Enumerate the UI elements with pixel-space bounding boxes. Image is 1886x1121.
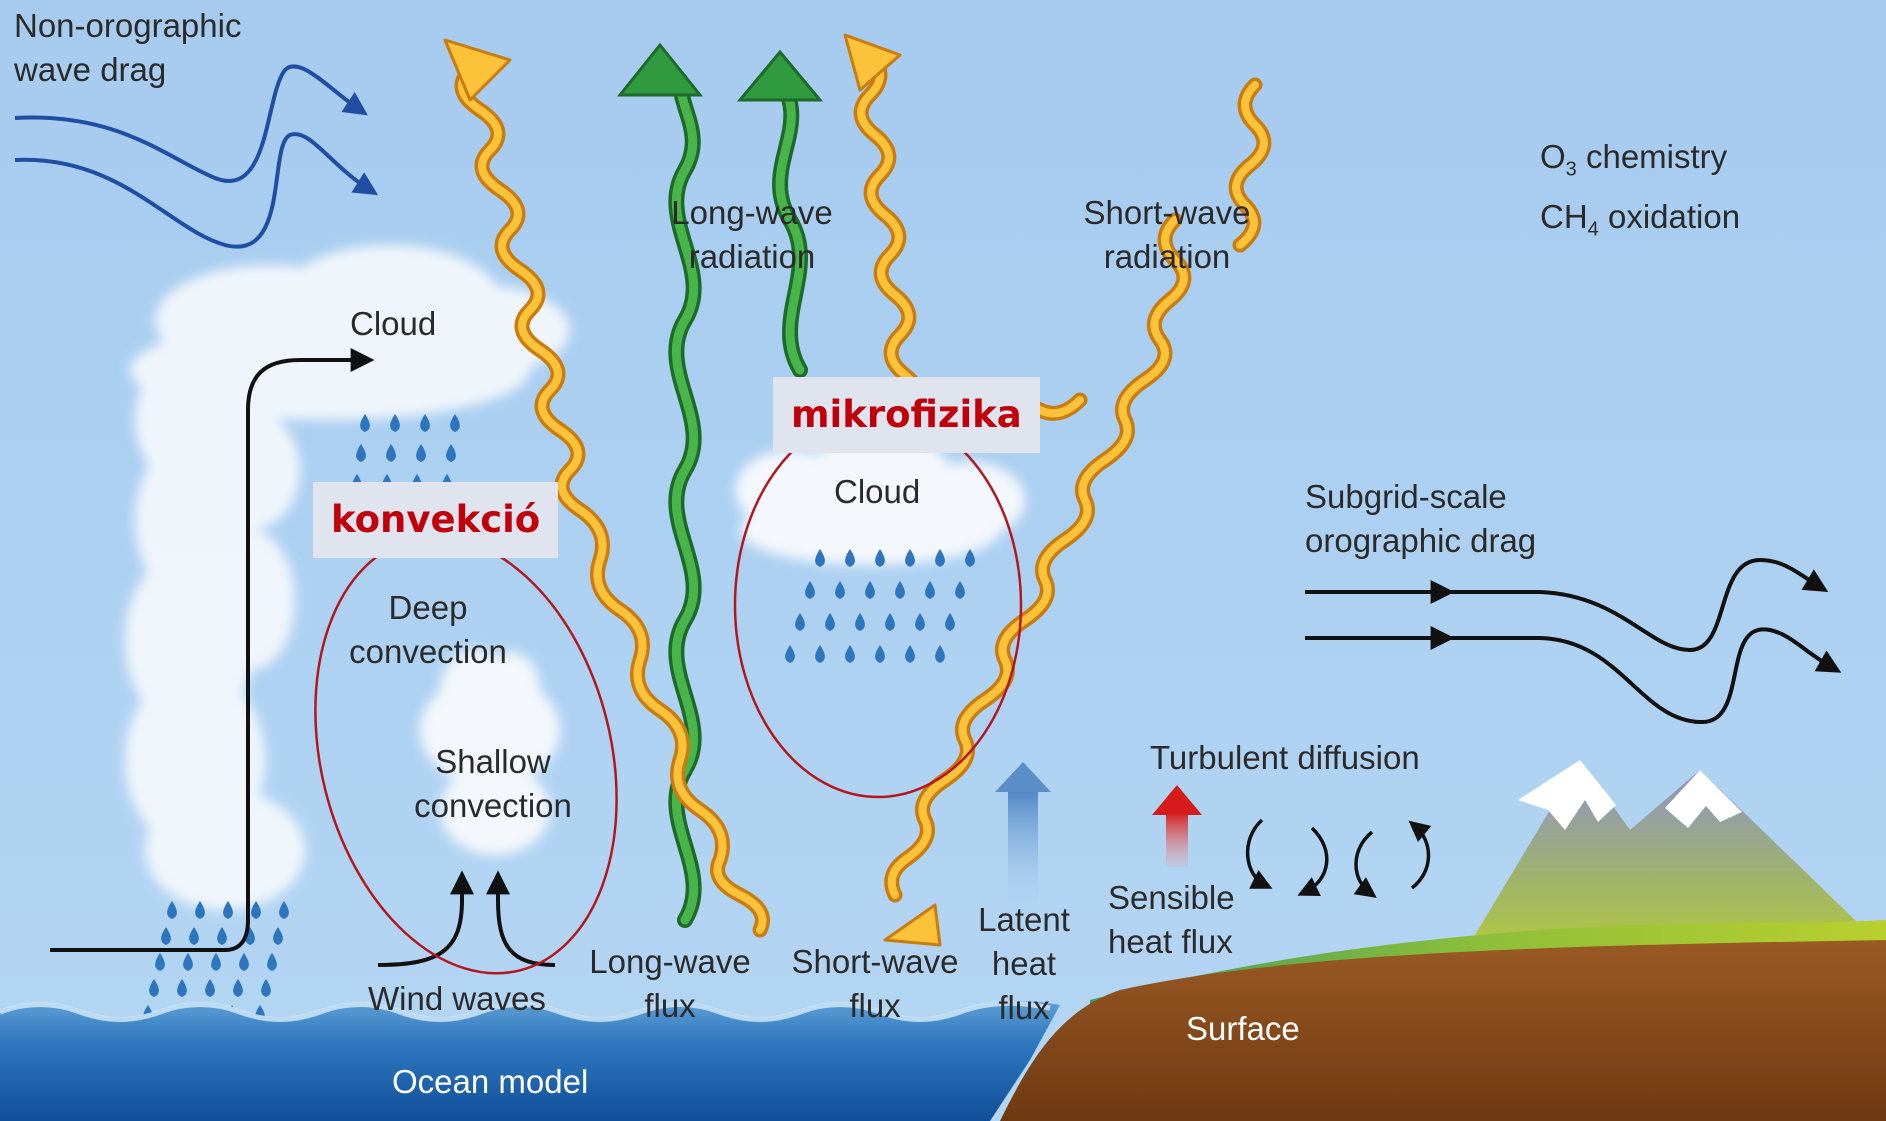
deep-convection-line1: Deep (328, 586, 528, 630)
long-wave-radiation-line1: Long-wave (652, 191, 852, 235)
latent-heat-flux-label: Latent heat flux (964, 898, 1084, 1030)
subgrid-drag-label: Subgrid-scale orographic drag (1305, 475, 1536, 563)
sensible-heat-flux-label: Sensible heat flux (1108, 876, 1235, 964)
microphysics-annotation: mikrofizika (773, 377, 1040, 453)
shallow-convection-line1: Shallow (393, 740, 593, 784)
latent-line1: Latent (964, 898, 1084, 942)
o3-suffix: chemistry (1577, 138, 1727, 175)
short-wave-radiation-line2: radiation (1062, 235, 1272, 279)
shallow-convection-line2: convection (393, 784, 593, 828)
ocean-model-label: Ocean model (392, 1060, 588, 1104)
o3-prefix: O (1540, 138, 1566, 175)
ch4-oxidation-label: CH4 oxidation (1540, 195, 1740, 252)
non-orographic-line2: wave drag (14, 48, 241, 92)
shallow-convection-label: Shallow convection (393, 740, 593, 828)
o3-subscript: 3 (1566, 159, 1577, 181)
long-wave-flux-line1: Long-wave (570, 940, 770, 984)
ch4-prefix: CH (1540, 198, 1588, 235)
non-orographic-line1: Non-orographic (14, 4, 241, 48)
long-wave-radiation-label: Long-wave radiation (652, 191, 852, 279)
sensible-line1: Sensible (1108, 876, 1235, 920)
short-wave-radiation-label: Short-wave radiation (1062, 191, 1272, 279)
short-wave-radiation-line1: Short-wave (1062, 191, 1272, 235)
deep-convection-label: Deep convection (328, 586, 528, 674)
long-wave-radiation-line2: radiation (652, 235, 852, 279)
short-wave-flux-line2: flux (770, 984, 980, 1028)
o3-chemistry-label: O3 chemistry (1540, 135, 1727, 192)
sensible-line2: heat flux (1108, 920, 1235, 964)
ch4-suffix: oxidation (1599, 198, 1740, 235)
latent-line3: flux (964, 986, 1084, 1030)
cloud-center-label: Cloud (834, 470, 920, 514)
subgrid-line1: Subgrid-scale (1305, 475, 1536, 519)
short-wave-flux-label: Short-wave flux (770, 940, 980, 1028)
convection-annotation: konvekció (313, 482, 558, 558)
deep-convection-line2: convection (328, 630, 528, 674)
turbulent-diffusion-label: Turbulent diffusion (1150, 736, 1420, 780)
non-orographic-label: Non-orographic wave drag (14, 4, 241, 92)
cloud-left-label: Cloud (350, 302, 436, 346)
short-wave-flux-line1: Short-wave (770, 940, 980, 984)
ch4-subscript: 4 (1588, 219, 1599, 241)
surface-label: Surface (1186, 1007, 1300, 1051)
wind-waves-label: Wind waves (368, 977, 546, 1021)
subgrid-line2: orographic drag (1305, 519, 1536, 563)
long-wave-flux-line2: flux (570, 984, 770, 1028)
latent-line2: heat (964, 942, 1084, 986)
long-wave-flux-label: Long-wave flux (570, 940, 770, 1028)
